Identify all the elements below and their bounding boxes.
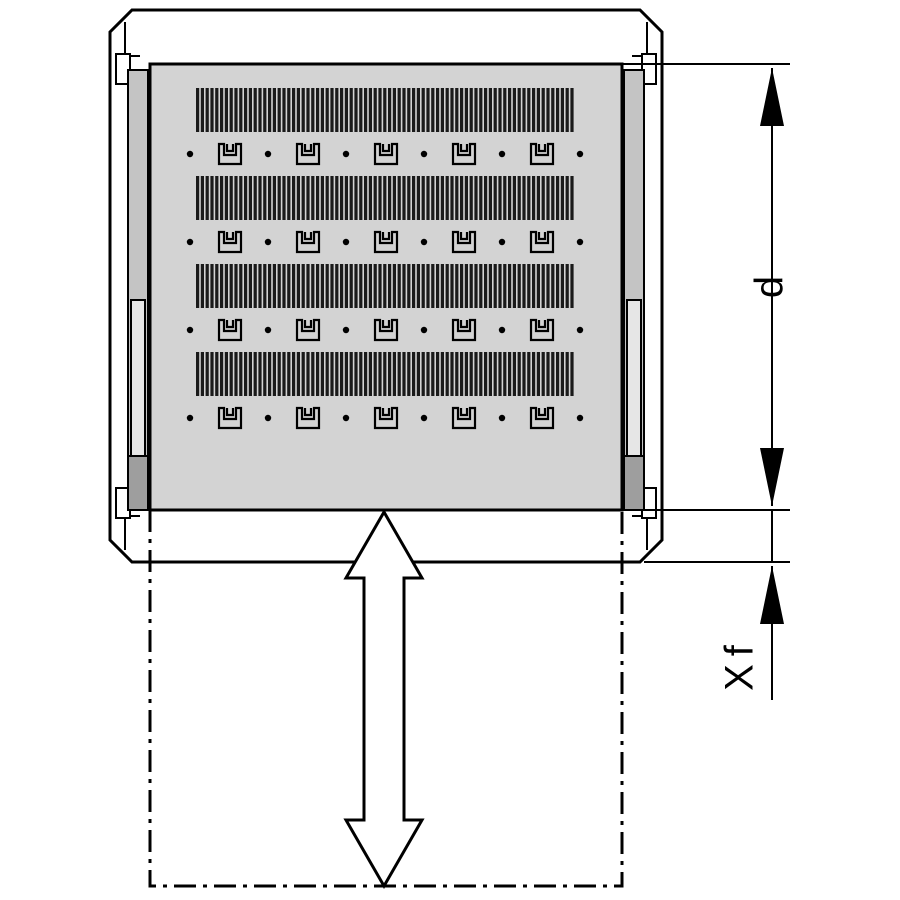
cable-clip (529, 230, 555, 254)
mount-hole (498, 150, 506, 158)
depth-dimension: d (748, 68, 792, 506)
cable-clip (295, 406, 321, 430)
cable-clip (451, 318, 477, 342)
vent-band (196, 88, 574, 132)
mount-hole (264, 150, 272, 158)
right-slide-rail (623, 69, 645, 511)
cable-clip (373, 142, 399, 166)
cable-clip (373, 406, 399, 430)
mount-hole (342, 326, 350, 334)
mount-hole (186, 414, 194, 422)
mount-hole (498, 326, 506, 334)
mount-hole (576, 150, 584, 158)
mount-hole (420, 414, 428, 422)
mount-hole (498, 414, 506, 422)
mount-hole (342, 414, 350, 422)
cable-clip (529, 142, 555, 166)
left-slide-rail (127, 69, 149, 511)
vent-band (196, 264, 574, 308)
cable-clip (217, 230, 243, 254)
extension-dimension: Xf (718, 510, 784, 700)
mount-hole (264, 414, 272, 422)
cable-clip (217, 318, 243, 342)
cable-clip (295, 142, 321, 166)
cable-clip (451, 142, 477, 166)
cable-clip (295, 230, 321, 254)
mount-hole (186, 150, 194, 158)
shelf-features (186, 88, 584, 430)
mount-hole (420, 326, 428, 334)
cabinet-frame (108, 8, 664, 564)
dimension-extension-lines (622, 63, 790, 563)
mount-hole (498, 238, 506, 246)
mount-hole (186, 238, 194, 246)
cable-clip (373, 318, 399, 342)
pull-out-arrow (343, 508, 425, 890)
mount-hole (576, 326, 584, 334)
mount-hole (576, 238, 584, 246)
cable-clip (529, 318, 555, 342)
cable-clip (373, 230, 399, 254)
extended-shelf-outline (148, 510, 624, 888)
vent-band (196, 352, 574, 396)
vent-band (196, 176, 574, 220)
depth-label: d (748, 276, 792, 298)
mount-hole (420, 150, 428, 158)
cable-clip (529, 406, 555, 430)
mount-hole (342, 150, 350, 158)
mount-hole (420, 238, 428, 246)
mount-hole (264, 238, 272, 246)
mount-hole (264, 326, 272, 334)
extension-label: Xf (718, 637, 762, 691)
cable-clip (217, 406, 243, 430)
cable-clip (217, 142, 243, 166)
mount-hole (186, 326, 194, 334)
cable-clip (295, 318, 321, 342)
mount-hole (576, 414, 584, 422)
cable-clip (451, 406, 477, 430)
mount-hole (342, 238, 350, 246)
cable-clip (451, 230, 477, 254)
